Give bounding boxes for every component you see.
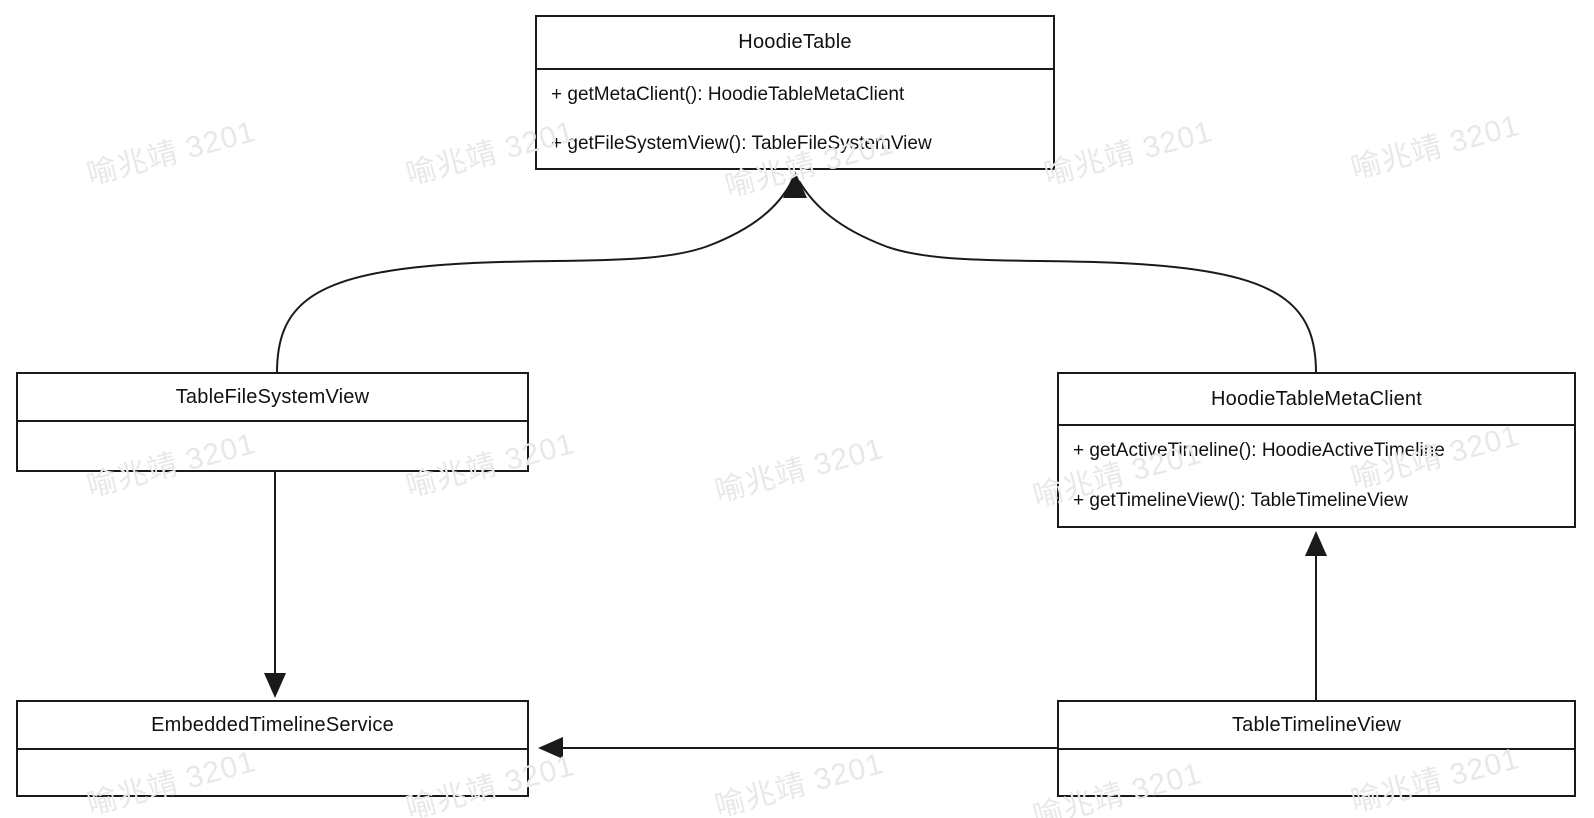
class-name: TableTimelineView [1059, 702, 1574, 750]
class-method: + getMetaClient(): HoodieTableMetaClient [551, 83, 905, 105]
class-box-tablefilesystemview: TableFileSystemView [16, 372, 529, 472]
watermark-text: 喻兆靖 3201 [711, 432, 888, 509]
class-methods: + getActiveTimeline(): HoodieActiveTimel… [1059, 426, 1574, 526]
class-method: + getActiveTimeline(): HoodieActiveTimel… [1073, 440, 1445, 461]
arrowhead-down-icon [264, 673, 286, 698]
watermark-text: 喻兆靖 3201 [1347, 109, 1524, 186]
class-box-tabletimelineview: TableTimelineView [1057, 700, 1576, 797]
class-method: + getTimelineView(): TableTimelineView [1073, 490, 1408, 511]
watermark-text: 喻兆靖 3201 [1040, 115, 1217, 192]
arrowhead-up-icon [1305, 531, 1327, 556]
edge-hoodietablemetaclient-to-hoodietable [798, 180, 1317, 374]
class-name: TableFileSystemView [18, 374, 527, 422]
class-box-embeddedtimelineservice: EmbeddedTimelineService [16, 700, 529, 797]
arrowhead-left-icon [538, 737, 563, 759]
class-name: EmbeddedTimelineService [18, 702, 527, 750]
class-name: HoodieTable [537, 17, 1053, 70]
watermark-text: 喻兆靖 3201 [83, 115, 260, 192]
class-name: HoodieTableMetaClient [1059, 374, 1574, 426]
watermark-text: 喻兆靖 3201 [711, 747, 888, 818]
class-box-hoodietable: HoodieTable + getMetaClient(): HoodieTab… [535, 15, 1055, 170]
arrowhead-up-icon [783, 171, 807, 198]
class-method: + getFileSystemView(): TableFileSystemVi… [551, 132, 932, 154]
edge-tablefilesystemview-to-hoodietable [276, 180, 793, 374]
class-methods: + getMetaClient(): HoodieTableMetaClient… [537, 70, 1053, 168]
class-box-hoodietablemetaclient: HoodieTableMetaClient + getActiveTimelin… [1057, 372, 1576, 528]
